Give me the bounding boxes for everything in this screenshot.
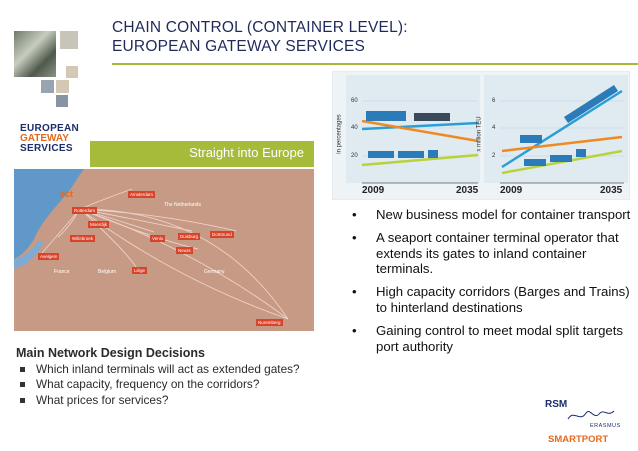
- list-item-text: High capacity corridors (Barges and Trai…: [376, 284, 630, 315]
- title-line-2: EUROPEAN GATEWAY SERVICES: [112, 38, 366, 55]
- smartport-text: SMARTPORT: [548, 434, 609, 445]
- map-graphic: [14, 169, 314, 331]
- ect-brand: ect: [60, 189, 74, 199]
- left-chart-tick-40: 40: [351, 125, 358, 131]
- map-city-avelgem: Avelgem: [38, 253, 60, 260]
- list-item: •High capacity corridors (Barges and Tra…: [352, 284, 630, 315]
- list-item-text: A seaport container terminal operator th…: [376, 229, 619, 277]
- map-city-liege: Liège: [132, 267, 148, 274]
- left-chart-ylabel: in percentages: [336, 114, 343, 154]
- map-country-belgium: Belgium: [98, 269, 117, 275]
- erasmus-text: ERASMUS: [590, 423, 621, 429]
- list-item: Which inland terminals will act as exten…: [16, 362, 356, 378]
- left-chart-x-start: 2009: [362, 185, 385, 196]
- key-points-list: •New business model for container transp…: [352, 207, 632, 361]
- list-item: What prices for services?: [16, 393, 356, 409]
- decor-square: [56, 80, 69, 93]
- right-chart-tick-6: 6: [492, 98, 496, 104]
- square-bullet-icon: [20, 382, 25, 387]
- banner-text: Straight into Europe: [189, 145, 304, 160]
- logo-line-1: EUROPEAN: [20, 123, 80, 134]
- map-city-venlo: Venlo: [150, 235, 166, 242]
- map-city-willebroek: Willebroek: [70, 235, 96, 242]
- growth-charts: in percentages 60 40 20 2009 2035 x mill…: [331, 70, 631, 201]
- banner: Straight into Europe: [90, 141, 314, 167]
- egs-logo: EUROPEAN GATEWAY SERVICES: [20, 124, 90, 154]
- right-chart-x-end: 2035: [600, 185, 623, 196]
- left-chart-tick-60: 60: [351, 98, 358, 104]
- network-map: ect The Netherlands France Belgium Germa…: [14, 169, 314, 331]
- logo-line-3: SERVICES: [20, 143, 73, 154]
- map-city-rotterdam: Rotterdam: [72, 207, 98, 214]
- list-item-text: What capacity, frequency on the corridor…: [36, 377, 260, 391]
- logo-line-2: GATEWAY: [20, 133, 69, 144]
- list-item: What capacity, frequency on the corridor…: [16, 377, 356, 393]
- right-chart-tick-2: 2: [492, 153, 496, 159]
- map-city-neuss: Neuss: [176, 247, 193, 254]
- header-photo: [14, 31, 56, 77]
- square-bullet-icon: [20, 397, 25, 403]
- map-city-moerdijk: Moerdijk: [88, 221, 110, 228]
- map-country-germany: Germany: [204, 269, 225, 275]
- map-city-amsterdam: Amsterdam: [128, 191, 156, 198]
- right-chart-ylabel: x million TEU: [476, 116, 483, 152]
- rsm-smartport-logo: RSM ERASMUS SMARTPORT: [530, 399, 620, 447]
- list-item-text: New business model for container transpo…: [376, 207, 631, 222]
- list-item-text: What prices for services?: [36, 392, 169, 407]
- rsm-text: RSM: [545, 399, 568, 410]
- map-country-france: France: [54, 269, 70, 275]
- square-bullet-icon: [20, 366, 25, 372]
- map-region-netherlands: The Netherlands: [164, 202, 201, 208]
- decor-square: [41, 80, 54, 93]
- decisions-heading: Main Network Design Decisions: [16, 346, 205, 360]
- map-city-dortmund: Dortmund: [210, 231, 234, 238]
- title-line-1: CHAIN CONTROL (CONTAINER LEVEL):: [112, 19, 408, 36]
- slide-title: CHAIN CONTROL (CONTAINER LEVEL): EUROPEA…: [112, 18, 408, 56]
- design-decisions: Main Network Design Decisions Which inla…: [16, 346, 356, 408]
- left-chart-x-end: 2035: [456, 185, 479, 196]
- erasmus-signature-icon: [567, 410, 615, 420]
- list-item: •Gaining control to meet modal split tar…: [352, 322, 624, 354]
- list-item: •New business model for container transp…: [352, 207, 631, 222]
- map-city-duisburg: Duisburg: [178, 233, 201, 240]
- decor-square: [56, 95, 68, 107]
- left-chart-tick-20: 20: [351, 153, 358, 159]
- title-divider: [112, 63, 638, 65]
- list-item: •A seaport container terminal operator t…: [352, 229, 619, 277]
- list-item-text: Gaining control to meet modal split targ…: [376, 322, 624, 354]
- list-item-text: Which inland terminals will act as exten…: [36, 361, 300, 376]
- right-chart-x-start: 2009: [500, 185, 523, 196]
- map-city-nuremberg: Nuremberg: [256, 319, 283, 326]
- decor-square: [66, 66, 78, 78]
- right-chart-tick-4: 4: [492, 125, 496, 131]
- charts-graphic: [331, 70, 631, 201]
- decor-square: [60, 31, 78, 49]
